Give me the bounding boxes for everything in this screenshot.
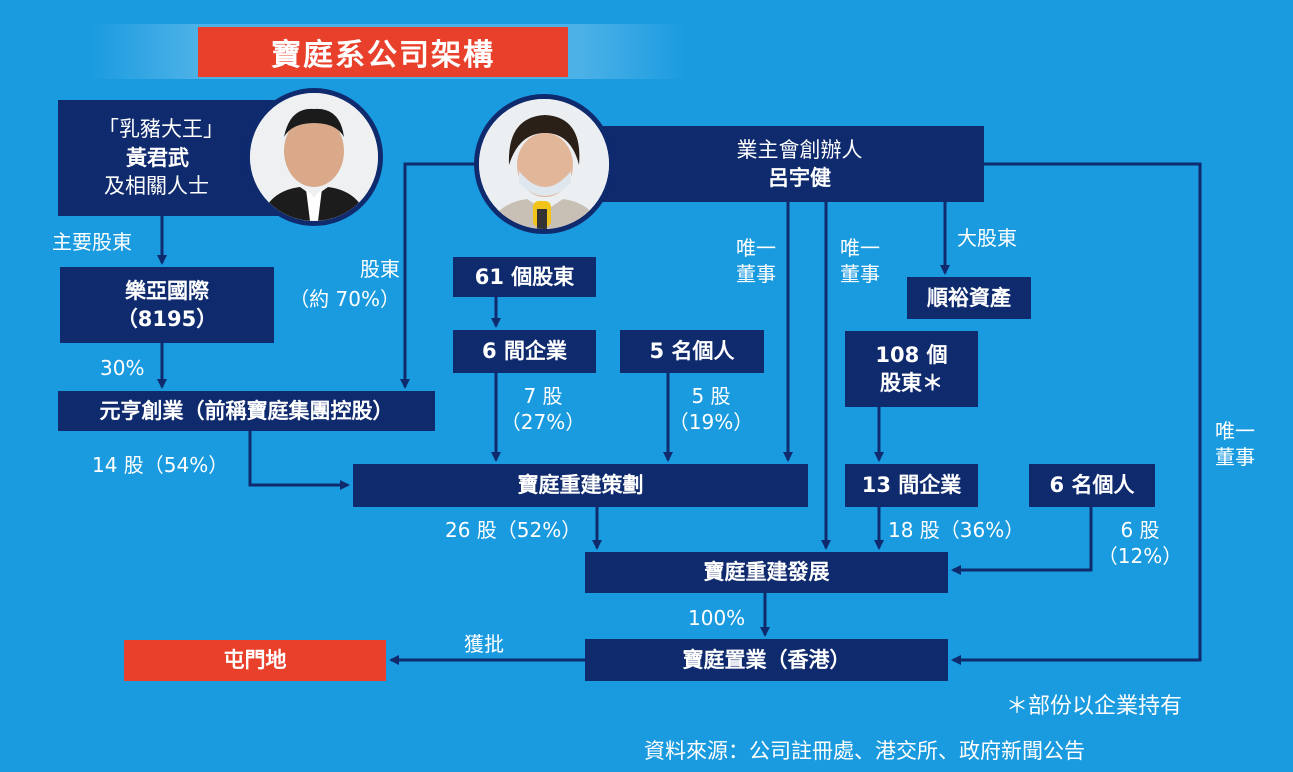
shares7-pct: （27%） bbox=[500, 410, 586, 434]
source-note: 資料來源：公司註冊處、港交所、政府新聞公告 bbox=[644, 739, 1085, 763]
node-tuenmun: 屯門地 bbox=[124, 640, 386, 681]
node-huang: 「乳豬大王」 黃君武 及相關人士 bbox=[58, 100, 280, 216]
node-planning: 寶庭重建策劃 bbox=[353, 464, 808, 507]
sole-director-2-a: 唯一 bbox=[840, 236, 880, 260]
property-label: 寶庭置業（香港） bbox=[682, 647, 851, 672]
label-100pct: 100% bbox=[688, 606, 746, 630]
edge-lu-property bbox=[951, 162, 1202, 665]
s61-label: 61 個股東 bbox=[474, 264, 575, 289]
sole-director-1-b: 董事 bbox=[736, 262, 776, 286]
p5-label: 5 名個人 bbox=[649, 339, 735, 364]
label-6-shares: 6 股 （12%） bbox=[1096, 517, 1184, 569]
shunyu-label: 順裕資產 bbox=[927, 285, 1011, 310]
lokya-code: （8195） bbox=[116, 307, 218, 331]
p6-label: 6 名個人 bbox=[1049, 473, 1135, 498]
node-6-persons: 6 名個人 bbox=[1029, 464, 1155, 507]
label-sole-director-1: 唯一 董事 bbox=[726, 235, 786, 287]
label-shareholder: 股東 bbox=[360, 257, 400, 281]
chart-title: 寶庭系公司架構 bbox=[198, 27, 568, 77]
shares6-count: 6 股 bbox=[1120, 518, 1160, 542]
shares5-count: 5 股 bbox=[691, 384, 731, 408]
lu-role: 業主會創辦人 bbox=[736, 137, 863, 162]
edge-lu-yuenhang bbox=[400, 162, 478, 389]
label-sole-director-3: 唯一 董事 bbox=[1205, 418, 1265, 470]
co13-label: 13 間企業 bbox=[861, 473, 962, 498]
edge-yuenhang-planning bbox=[248, 431, 350, 490]
label-30pct: 30% bbox=[100, 356, 145, 380]
shares5-pct: （19%） bbox=[668, 410, 754, 434]
label-14-shares: 14 股（54%） bbox=[92, 453, 229, 477]
lu-name: 呂宇健 bbox=[768, 166, 831, 190]
s108-line2: 股東＊ bbox=[880, 371, 943, 395]
yuenhang-name: 元亨創業（前稱寶庭集團控股） bbox=[99, 398, 394, 423]
label-big-shareholder: 大股東 bbox=[957, 226, 1017, 250]
label-26-shares: 26 股（52%） bbox=[445, 518, 582, 542]
footnote: ＊部份以企業持有 bbox=[1006, 694, 1183, 719]
label-approved: 獲批 bbox=[464, 632, 504, 656]
label-major-shareholder: 主要股東 bbox=[52, 230, 132, 254]
node-5-persons: 5 名個人 bbox=[620, 330, 764, 373]
label-5-shares: 5 股 （19%） bbox=[666, 383, 756, 435]
node-lokya: 樂亞國際 （8195） bbox=[60, 267, 274, 343]
node-6-companies: 6 間企業 bbox=[453, 330, 596, 373]
edge-p6-development bbox=[951, 507, 1093, 575]
s108-line1: 108 個 bbox=[875, 342, 948, 367]
sole-director-1-a: 唯一 bbox=[736, 236, 776, 260]
huang-nickname: 「乳豬大王」 bbox=[98, 117, 224, 142]
huang-name: 黃君武 bbox=[126, 145, 189, 170]
node-yuenhang: 元亨創業（前稱寶庭集團控股） bbox=[58, 391, 435, 431]
label-approx70: （約 70%） bbox=[289, 287, 400, 311]
sole-director-3-a: 唯一 bbox=[1215, 419, 1255, 443]
sole-director-2-b: 董事 bbox=[840, 262, 880, 286]
node-lu: 業主會創辦人 呂宇健 bbox=[575, 126, 984, 202]
label-7-shares: 7 股 （27%） bbox=[498, 383, 588, 435]
co6-label: 6 間企業 bbox=[482, 339, 567, 364]
development-label: 寶庭重建發展 bbox=[703, 560, 830, 585]
label-18-shares: 18 股（36%） bbox=[888, 518, 1025, 542]
huang-related: 及相關人士 bbox=[104, 174, 209, 199]
node-61-shareholders: 61 個股東 bbox=[453, 257, 596, 297]
lokya-name: 樂亞國際 bbox=[125, 278, 209, 303]
node-13-companies: 13 間企業 bbox=[845, 464, 978, 507]
node-development: 寶庭重建發展 bbox=[585, 552, 948, 593]
tuenmun-label: 屯門地 bbox=[223, 648, 287, 673]
node-108-shareholders: 108 個 股東＊ bbox=[845, 331, 978, 407]
lu-photo bbox=[474, 94, 614, 234]
label-sole-director-2: 唯一 董事 bbox=[830, 235, 890, 287]
node-shunyu: 順裕資產 bbox=[907, 277, 1031, 319]
huang-photo bbox=[245, 88, 383, 226]
node-property: 寶庭置業（香港） bbox=[585, 639, 948, 681]
sole-director-3-b: 董事 bbox=[1215, 445, 1255, 469]
shares7-count: 7 股 bbox=[523, 384, 563, 408]
shares6-pct: （12%） bbox=[1097, 544, 1183, 568]
planning-label: 寶庭重建策劃 bbox=[517, 473, 644, 498]
